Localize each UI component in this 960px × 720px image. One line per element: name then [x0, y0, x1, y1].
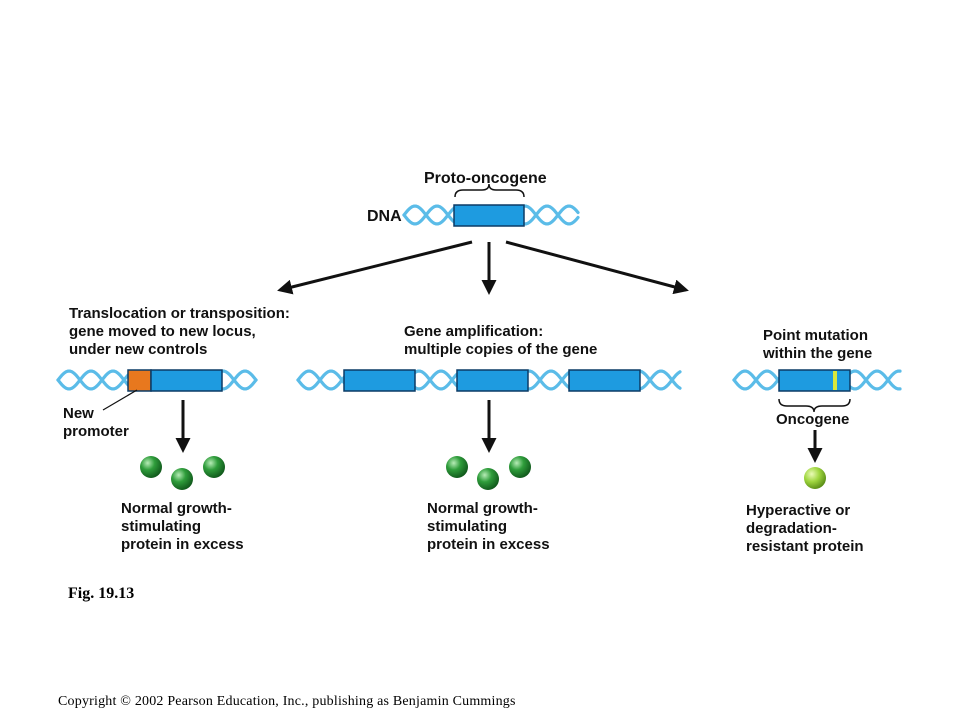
right-result-label: Hyperactive or degradation- resistant pr… — [746, 502, 864, 555]
middle-result-line-2: stimulating — [427, 518, 507, 535]
translocated-gene — [150, 369, 223, 392]
protein-ball — [140, 456, 162, 478]
gene-copy — [343, 369, 416, 392]
middle-result-label: Normal growth- stimulating protein in ex… — [427, 500, 550, 553]
point-mutation-title-line-1: Point mutation — [763, 327, 868, 344]
protein-ball — [203, 456, 225, 478]
arrow-to-translocation — [277, 240, 473, 295]
mutant-protein-ball — [804, 467, 826, 489]
left-result-label: Normal growth- stimulating protein in ex… — [121, 500, 244, 553]
left-result-line-1: Normal growth- — [121, 500, 232, 517]
new-promoter-line-2: promoter — [63, 423, 129, 440]
copyright-notice: Copyright © 2002 Pearson Education, Inc.… — [58, 694, 516, 709]
proto-oncogene-brace — [454, 183, 525, 198]
left-result-line-2: stimulating — [121, 518, 201, 535]
translocation-title-line-1: Translocation or transposition: — [69, 305, 290, 322]
new-promoter-block — [127, 369, 152, 392]
point-mutation-title-line-2: within the gene — [762, 345, 872, 362]
amplification-title-line-2: multiple copies of the gene — [404, 341, 597, 358]
middle-result-line-3: protein in excess — [427, 536, 550, 553]
new-promoter-line-1: New — [63, 405, 94, 422]
protein-ball — [446, 456, 468, 478]
protein-ball — [477, 468, 499, 490]
amplification-title-line-1: Gene amplification: — [404, 323, 543, 340]
gene-copy — [568, 369, 641, 392]
new-promoter-label: New promoter — [63, 405, 129, 440]
oncogene-label: Oncogene — [776, 411, 849, 428]
translocation-title: Translocation or transposition: gene mov… — [69, 305, 294, 358]
translocation-title-line-2: gene moved to new locus, — [69, 323, 256, 340]
point-mutation-title: Point mutation within the gene — [762, 327, 872, 362]
right-result-line-3: resistant protein — [746, 538, 864, 555]
mutated-gene — [778, 369, 851, 392]
translocation-title-line-3: under new controls — [69, 341, 207, 358]
protein-ball — [171, 468, 193, 490]
point-mutation-mark — [833, 371, 837, 390]
oncogene-brace — [778, 398, 851, 413]
proto-oncogene-gene — [453, 204, 525, 227]
right-result-line-1: Hyperactive or — [746, 502, 850, 519]
figure-label: Fig. 19.13 — [68, 585, 135, 602]
dna-label: DNA — [367, 208, 402, 225]
arrow-to-point-mutation — [505, 240, 689, 295]
amplification-title: Gene amplification: multiple copies of t… — [404, 323, 597, 358]
gene-copy — [456, 369, 529, 392]
promoter-pointer-line — [102, 389, 138, 411]
middle-result-line-1: Normal growth- — [427, 500, 538, 517]
protein-ball — [509, 456, 531, 478]
right-result-line-2: degradation- — [746, 520, 837, 537]
proto-oncogene-label: Proto-oncogene — [424, 170, 547, 187]
left-result-line-3: protein in excess — [121, 536, 244, 553]
